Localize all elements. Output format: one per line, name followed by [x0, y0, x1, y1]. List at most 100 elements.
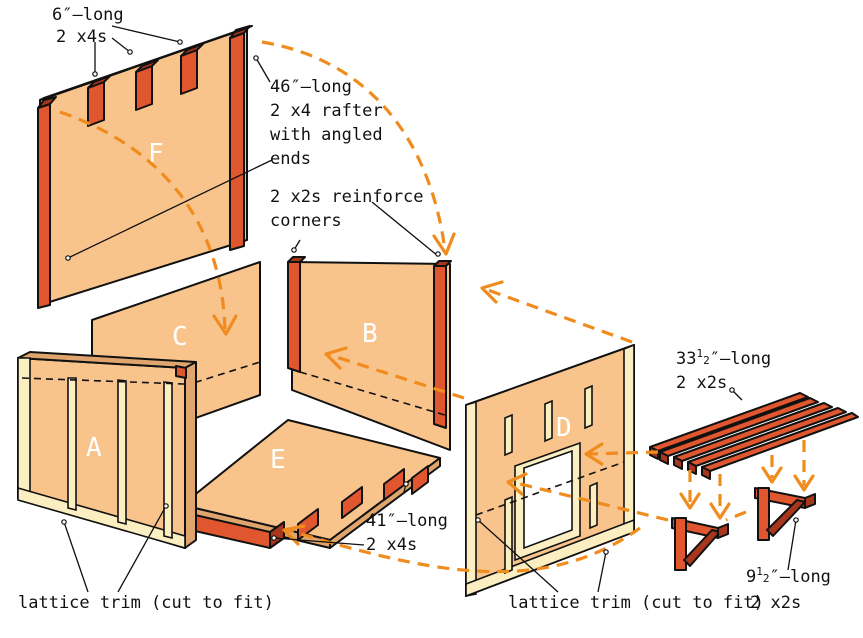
leader-fortyone-dot [403, 481, 409, 487]
leader-rafter [255, 57, 271, 83]
leader-nine-dot [793, 517, 799, 523]
panel-d-slot-4 [504, 495, 513, 575]
callout-labels: 6″–long 2 x4s 46″–long 2 x4 rafter with … [18, 5, 831, 613]
panel-b-letter: B [362, 319, 378, 349]
panel-f: F [37, 25, 253, 309]
arrow-d-to-b [329, 353, 465, 400]
label-thirtythree: 3312″–long [676, 347, 771, 369]
bracket-right [754, 487, 816, 541]
block-3 [180, 49, 198, 95]
label-nine-num: 1 [756, 565, 763, 578]
label-thirtythree-rest: ″–long [710, 349, 771, 369]
leader-fortyone-2 [273, 537, 365, 546]
leader-six-2 [111, 37, 131, 53]
panel-f-blocks [87, 43, 204, 127]
arrow-bracket-to-d-head [506, 472, 528, 496]
label-nine: 912″–long [746, 565, 831, 587]
bracket-right-post [757, 487, 770, 541]
floor-joist-3 [341, 486, 363, 519]
panel-f-left-2x2-top [37, 96, 57, 109]
label-thirtythree-den: 2 [703, 354, 710, 367]
label-fortyone-2x4s: 2 x4s [366, 535, 417, 555]
leader-six-3 [111, 25, 181, 43]
leader-nine [787, 519, 797, 571]
arrow-d-to-b-head [324, 346, 348, 370]
bracket-left-end [717, 523, 729, 539]
arrow-rafter-to-b [261, 40, 447, 251]
label-fortyone: 41″–long [366, 511, 448, 531]
label-rafter-2: 2 x4 rafter [270, 101, 383, 121]
label-lattice-left: lattice trim (cut to fit) [18, 593, 274, 613]
panel-a-lattice-3 [117, 379, 127, 526]
block-2 [135, 65, 153, 111]
arrow-d-top-head [480, 280, 504, 304]
panel-f-letter: F [148, 139, 164, 169]
panel-e: E [181, 419, 441, 549]
panel-a-dashline [21, 377, 185, 385]
arrow-d-to-e [287, 526, 641, 574]
leader-lattice-right-2-dot [603, 549, 609, 555]
floor-joist-front-end [269, 521, 285, 549]
leader-six-2-dot [127, 49, 133, 55]
label-lattice-right: lattice trim (cut to fit) [508, 593, 764, 613]
panel-a-letter: A [86, 433, 102, 463]
panel-d-door-opening [523, 449, 573, 550]
panel-a: A [17, 351, 197, 550]
label-nine-rest: ″–long [770, 567, 831, 587]
panel-a-lattice-left [17, 357, 31, 501]
panel-d-slot-5 [589, 481, 598, 530]
panel-d-slot-1 [504, 413, 513, 457]
slat-2-end [673, 456, 683, 470]
arrow-rafter-to-b-head [432, 232, 456, 256]
panel-e-letter: E [270, 445, 286, 475]
arrow-f-to-c [59, 110, 227, 331]
arrow-slat-to-bracket-3-head [761, 466, 783, 484]
panel-c-letter: C [172, 322, 188, 352]
panel-a-lattice-4 [163, 381, 173, 540]
leader-reinforce [371, 201, 439, 257]
label-reinforce-2: corners [270, 211, 342, 231]
leader-lattice-right-1-dot [475, 517, 481, 523]
label-six-long: 6″–long [52, 5, 124, 25]
arrow-slat-to-bracket-2-head [709, 502, 731, 520]
label-rafter-3: with angled [270, 125, 383, 145]
leader-six-1-dot [92, 71, 98, 77]
panel-d-letter: D [556, 413, 572, 443]
panel-d-lattice-right [623, 343, 635, 538]
floor-joist-2 [297, 508, 319, 541]
label-nine-den: 2 [763, 572, 770, 585]
arrow-f-to-c-head [212, 314, 238, 336]
panel-b: B [287, 256, 452, 451]
arrow-bracket-join [725, 510, 747, 522]
leader-corners-dot [291, 247, 297, 253]
leader-rafter-f [67, 159, 273, 259]
leader-six-3-dot [177, 39, 183, 45]
panel-d-dashline [475, 461, 625, 516]
label-thirtythree-num: 1 [696, 347, 703, 360]
leader-rafter-dot [253, 55, 259, 61]
leader-lattice-left-2-dot [163, 503, 169, 509]
block-3-top-b [180, 43, 204, 57]
panel-f-rafter [229, 32, 245, 251]
label-reinforce-1: 2 x2s reinforce [270, 187, 424, 207]
arrow-d-top [487, 288, 633, 344]
arrow-slat-to-bracket-1-head [679, 492, 701, 510]
arrow-bracket-to-d [511, 480, 669, 522]
panel-d-slot-3 [584, 384, 593, 430]
panel-a-lattice-2 [67, 377, 77, 512]
panel-d-slot-2 [544, 399, 553, 443]
bracket-left-post [674, 517, 687, 571]
leader-reinforce-dot [435, 251, 441, 257]
leader-lattice-right-2 [597, 551, 607, 593]
panel-b-right-2x2-top [433, 260, 452, 267]
block-1 [87, 81, 105, 127]
panel-a-lattice-bottom [17, 486, 186, 550]
bracket-left [671, 517, 729, 571]
floor-joist-5 [411, 465, 429, 495]
slat-4-end [701, 466, 711, 480]
panel-b-left-2x2 [287, 261, 301, 373]
bracket-right-end [804, 493, 816, 509]
panel-a-corner-block [175, 365, 187, 379]
label-nine-whole: 9 [746, 567, 756, 587]
